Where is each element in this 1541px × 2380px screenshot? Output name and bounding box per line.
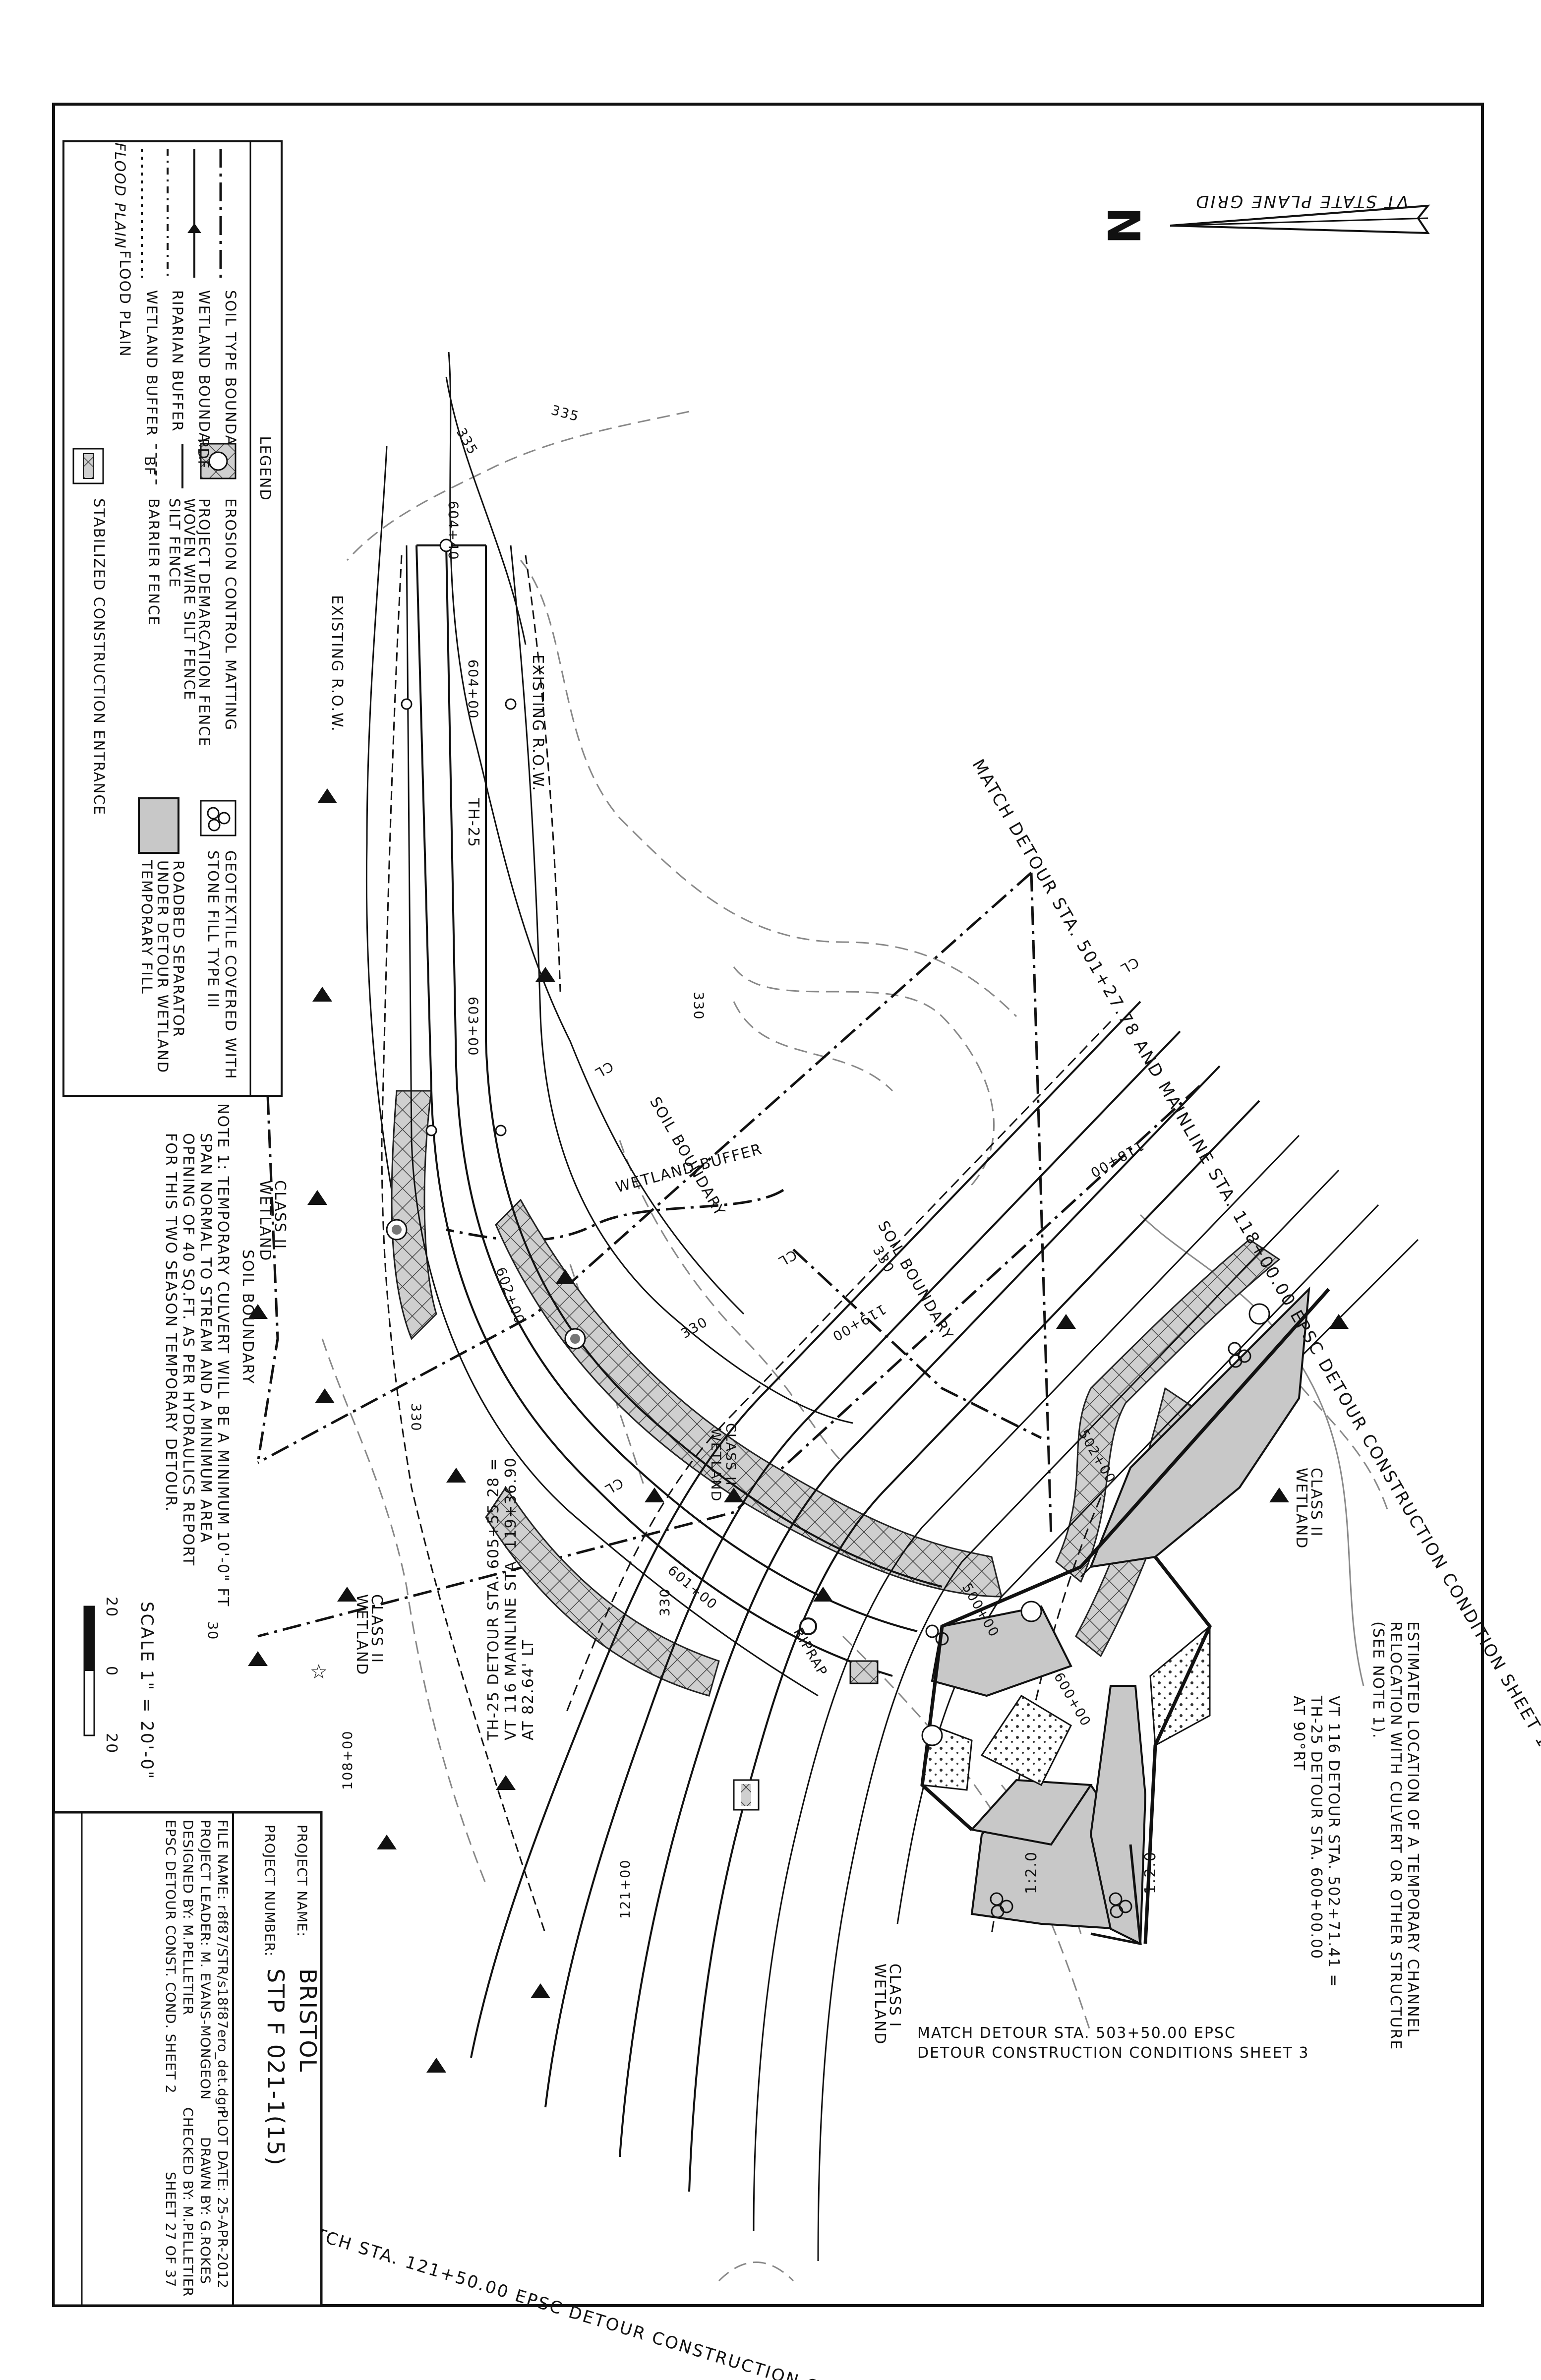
match-right-label: MATCH DETOUR STA. 503+50.00 EPSC	[917, 2024, 1236, 2042]
class-i-label: CLASS I	[886, 1964, 903, 2027]
project-number: STP F 021-1(15)	[262, 1968, 289, 2166]
note-line-2: SPAN NORMAL TO STREAM AND A MINIMUM AREA	[197, 1133, 214, 1544]
temporary-fill	[920, 1286, 1330, 1946]
vt116-detour-3: AT 90°RT	[1290, 1696, 1307, 1771]
th25-station-3: AT 82.64' LT	[520, 1639, 537, 1740]
sheet-title: EPSC DETOUR CONST. COND. SHEET 2	[163, 1820, 178, 2094]
cl-label-4: CL	[602, 1475, 626, 1497]
class-ii-label-2: CLASS II	[368, 1594, 385, 1664]
contour-label-4: 330	[678, 1314, 711, 1342]
legend-roadbed-separator: ROADBED SEPARATOR	[170, 860, 187, 1038]
note-1: NOTE 1: TEMPORARY CULVERT WILL BE A MINI…	[162, 1103, 232, 1607]
contour-label-1: 335	[549, 403, 581, 425]
wetland-label-2: WETLAND	[353, 1594, 370, 1675]
note-line-4: FOR THIS TWO SEASON TEMPORARY DETOUR.	[162, 1133, 179, 1512]
legend-bf-symbol: BF	[141, 456, 158, 476]
legend-pdf-symbol: PDF	[195, 438, 212, 470]
project-number-label: PROJECT NUMBER:	[262, 1825, 277, 1957]
estimated-note-3: (SEE NOTE 1).	[1369, 1621, 1387, 1739]
legend-temporary-fill: TEMPORARY FILL	[138, 860, 155, 995]
station-108-00: 108+00	[340, 1730, 356, 1790]
scale-left: 20	[103, 1597, 120, 1617]
north-grid-label: VT STATE PLANE GRID	[1194, 191, 1409, 211]
legend-barrier-fence: BARRIER FENCE	[145, 498, 162, 626]
legend-stabilized-entrance: STABILIZED CONSTRUCTION ENTRANCE	[91, 498, 108, 816]
legend-soil-type: SOIL TYPE BOUNDARY	[222, 290, 239, 466]
project-leader: PROJECT LEADER: M. EVANS-MONGEON	[197, 1820, 213, 2100]
match-top-label: MATCH DETOUR STA. 501+27.78 AND MAINLINE…	[968, 756, 1541, 1752]
vt116-detour-1: VT 116 DETOUR STA. 502+71.41 =	[1325, 1696, 1342, 1988]
checked-by: CHECKED BY: M.PELLETIER	[180, 2107, 195, 2297]
contour-label-3: 330	[691, 992, 706, 1020]
site-symbols: ☆	[248, 788, 1349, 2073]
legend-title: LEGEND	[257, 436, 274, 501]
wetland-label-5: WETLAND	[871, 1964, 889, 2045]
legend-riparian-buffer: RIPARIAN BUFFER	[169, 290, 186, 432]
scale-label: SCALE 1" = 20'-0"	[137, 1602, 157, 1780]
th25-label: TH-25	[465, 798, 482, 848]
scale-mid: 0	[103, 1666, 120, 1676]
north-letter: N	[1099, 207, 1151, 244]
drawn-by: DRAWN BY: G.ROKES	[197, 2137, 213, 2284]
legend-under-detour: UNDER DETOUR WETLAND	[154, 860, 171, 1073]
sheet-border	[52, 103, 1484, 2307]
legend-silt-fence: SILT FENCE	[166, 498, 183, 588]
note-line-3: OPENING OF 40 SQ.FT. AS PER HYDRAULICS R…	[179, 1133, 197, 1566]
station-119-00: 119+00	[829, 1301, 889, 1344]
vt116-detour-2: TH-25 DETOUR STA. 600+00.00	[1307, 1695, 1325, 1960]
cl-label-3: CL	[592, 1058, 616, 1081]
station-121-00: 121+00	[618, 1859, 633, 1919]
soil-boundary-label-3: SOIL BOUNDARY	[239, 1250, 256, 1384]
slope-label-1: 1:2.0	[1023, 1851, 1040, 1894]
estimated-note-2: RELOCATION WITH CULVERT OR OTHER STRUCTU…	[1387, 1621, 1404, 2050]
slope-label-2: 1:2.0	[1142, 1851, 1159, 1894]
th25-station-1: TH-25 DETOUR STA. 605+55.28 =	[485, 1457, 502, 1741]
north-arrow: VT STATE PLANE GRID N	[1099, 191, 1430, 244]
class-ii-label-1: CLASS II	[271, 1180, 289, 1250]
cl-label-2: CL	[775, 1247, 799, 1269]
existing-row-left: EXISTING R.O.W.	[328, 595, 346, 732]
legend-geotextile: GEOTEXTILE COVERED WITH	[222, 850, 239, 1079]
wetland-label-4: WETLAND	[1293, 1468, 1310, 1549]
estimated-note-1: ESTIMATED LOCATION OF A TEMPORARY CHANNE…	[1404, 1621, 1422, 2037]
file-name: FILE NAME: r8f87/STR/s18f87ero_det.dgn	[215, 1820, 230, 2115]
plot-date: PLOT DATE: 25-APR-2012	[215, 2110, 230, 2289]
legend-wetland-boundary: WETLAND BOUNDARY	[196, 290, 213, 463]
project-name-label: PROJECT NAME:	[294, 1825, 309, 1937]
cl-label-1: CL	[1118, 954, 1141, 977]
svg-text:☆: ☆	[310, 1661, 328, 1683]
station-603-00: 603+00	[465, 997, 480, 1057]
contour-label-2: 335	[453, 425, 481, 458]
wetland-label-3: WETLAND	[708, 1428, 723, 1502]
legend-woven-wire: WOVEN WIRE SILT FENCE	[181, 498, 198, 701]
legend-erosion-matting: EROSION CONTROL MATTING	[222, 498, 239, 731]
th25-station-2: VT 116 MAINLINE STA. 119+36.90	[502, 1457, 520, 1740]
title-block: PROJECT NAME: BRISTOL PROJECT NUMBER: ST…	[52, 1811, 323, 2307]
legend-demarcation-fence: PROJECT DEMARCATION FENCE	[196, 498, 213, 747]
legend-wetland-buffer: WETLAND BUFFER	[143, 290, 160, 437]
station-604-00: 604+00	[465, 659, 480, 719]
scale-right: 20	[103, 1733, 120, 1754]
project-name: BRISTOL	[295, 1968, 321, 2073]
station-604-40: 604+40	[445, 501, 461, 561]
legend: LEGEND FLOOD PLAIN SOIL TYPE BOUNDARY WE…	[62, 140, 283, 1097]
class-ii-label-3: CLASS II	[723, 1423, 738, 1487]
legend-flood-plain: FLOOD PLAIN	[117, 250, 133, 357]
existing-row-right: EXISTING R.O.W.	[529, 654, 546, 792]
boundaries	[256, 872, 1201, 1638]
contour-label-6: 330	[408, 1403, 423, 1432]
contour-label-8: 30	[205, 1621, 220, 1640]
contour-label-5: 330	[657, 1588, 673, 1616]
legend-stone-fill: STONE FILL TYPE III	[205, 850, 222, 1009]
wetland-label-1: WETLAND	[256, 1180, 274, 1261]
legend-flood-plain-symbol: FLOOD PLAIN	[112, 143, 128, 249]
class-ii-label-4: CLASS II	[1307, 1468, 1325, 1537]
sheet-number: SHEET 27 OF 37	[163, 2172, 178, 2287]
scale-bar: SCALE 1" = 20'-0" 20 0 20	[83, 1597, 157, 1780]
match-right-label-2: DETOUR CONSTRUCTION CONDITIONS SHEET 3	[917, 2044, 1309, 2062]
match-bottom-label: MATCH STA. 121+50.00 EPSC DETOUR CONSTRU…	[286, 2216, 1010, 2380]
note-line-1: NOTE 1: TEMPORARY CULVERT WILL BE A MINI…	[214, 1103, 232, 1607]
designed-by: DESIGNED BY: M.PELLETIER	[180, 1820, 195, 2016]
